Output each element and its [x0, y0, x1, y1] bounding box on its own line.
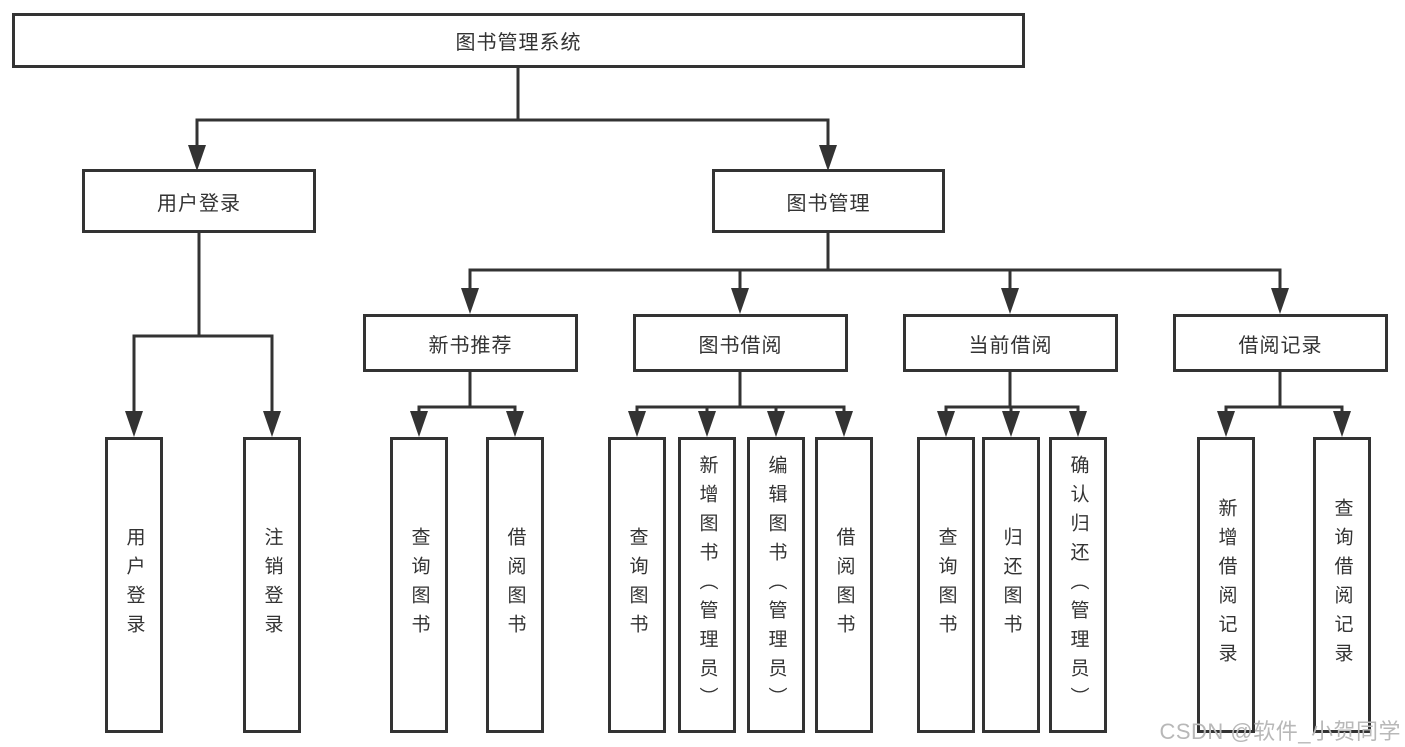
node-leaf-add-books-admin-label: 新增图书（管理员） [696, 454, 718, 716]
node-leaf-logout: 注销登录 [243, 437, 301, 733]
node-leaf-query-borrow-record: 查询借阅记录 [1313, 437, 1371, 733]
node-leaf-query-borrow-record-label: 查询借阅记录 [1331, 498, 1353, 672]
node-current-borrow: 当前借阅 [903, 314, 1118, 372]
node-leaf-query-books-recommend: 查询图书 [390, 437, 448, 733]
node-leaf-logout-label: 注销登录 [261, 527, 283, 643]
csdn-watermark: CSDN @软件_小贺同学 [1159, 719, 1401, 744]
node-leaf-query-books-current-label: 查询图书 [935, 527, 957, 643]
node-new-book-recommend: 新书推荐 [363, 314, 578, 372]
node-book-management-label: 图书管理 [786, 192, 871, 215]
node-borrow-records-label: 借阅记录 [1238, 334, 1323, 357]
node-leaf-add-borrow-record: 新增借阅记录 [1197, 437, 1255, 733]
node-borrow-records: 借阅记录 [1173, 314, 1388, 372]
node-leaf-borrow-books: 借阅图书 [815, 437, 873, 733]
node-book-borrow-label: 图书借阅 [698, 334, 783, 357]
node-leaf-return-books-label: 归还图书 [1000, 527, 1022, 643]
node-new-book-recommend-label: 新书推荐 [428, 334, 513, 357]
node-leaf-query-books-borrow-label: 查询图书 [626, 527, 648, 643]
node-current-borrow-label: 当前借阅 [968, 334, 1053, 357]
node-leaf-edit-books-admin: 编辑图书（管理员） [747, 437, 805, 733]
node-leaf-add-books-admin: 新增图书（管理员） [678, 437, 736, 733]
node-user-login-label: 用户登录 [157, 192, 241, 215]
node-leaf-edit-books-admin-label: 编辑图书（管理员） [765, 454, 787, 716]
node-leaf-borrow-books-label: 借阅图书 [833, 527, 855, 643]
node-leaf-query-books-borrow: 查询图书 [608, 437, 666, 733]
node-leaf-confirm-return-admin: 确认归还（管理员） [1049, 437, 1107, 733]
node-leaf-query-books-current: 查询图书 [917, 437, 975, 733]
node-book-borrow: 图书借阅 [633, 314, 848, 372]
node-leaf-add-borrow-record-label: 新增借阅记录 [1215, 498, 1237, 672]
node-leaf-return-books: 归还图书 [982, 437, 1040, 733]
node-user-login: 用户登录 [82, 169, 316, 233]
node-leaf-borrow-books-recommend: 借阅图书 [486, 437, 544, 733]
node-leaf-confirm-return-admin-label: 确认归还（管理员） [1067, 454, 1089, 716]
node-leaf-borrow-books-recommend-label: 借阅图书 [504, 527, 526, 643]
node-leaf-user-login: 用户登录 [105, 437, 163, 733]
node-leaf-user-login-label: 用户登录 [123, 527, 145, 643]
node-leaf-query-books-recommend-label: 查询图书 [408, 527, 430, 643]
node-root: 图书管理系统 [12, 13, 1025, 68]
node-book-management: 图书管理 [712, 169, 945, 233]
node-root-label: 图书管理系统 [455, 32, 582, 54]
